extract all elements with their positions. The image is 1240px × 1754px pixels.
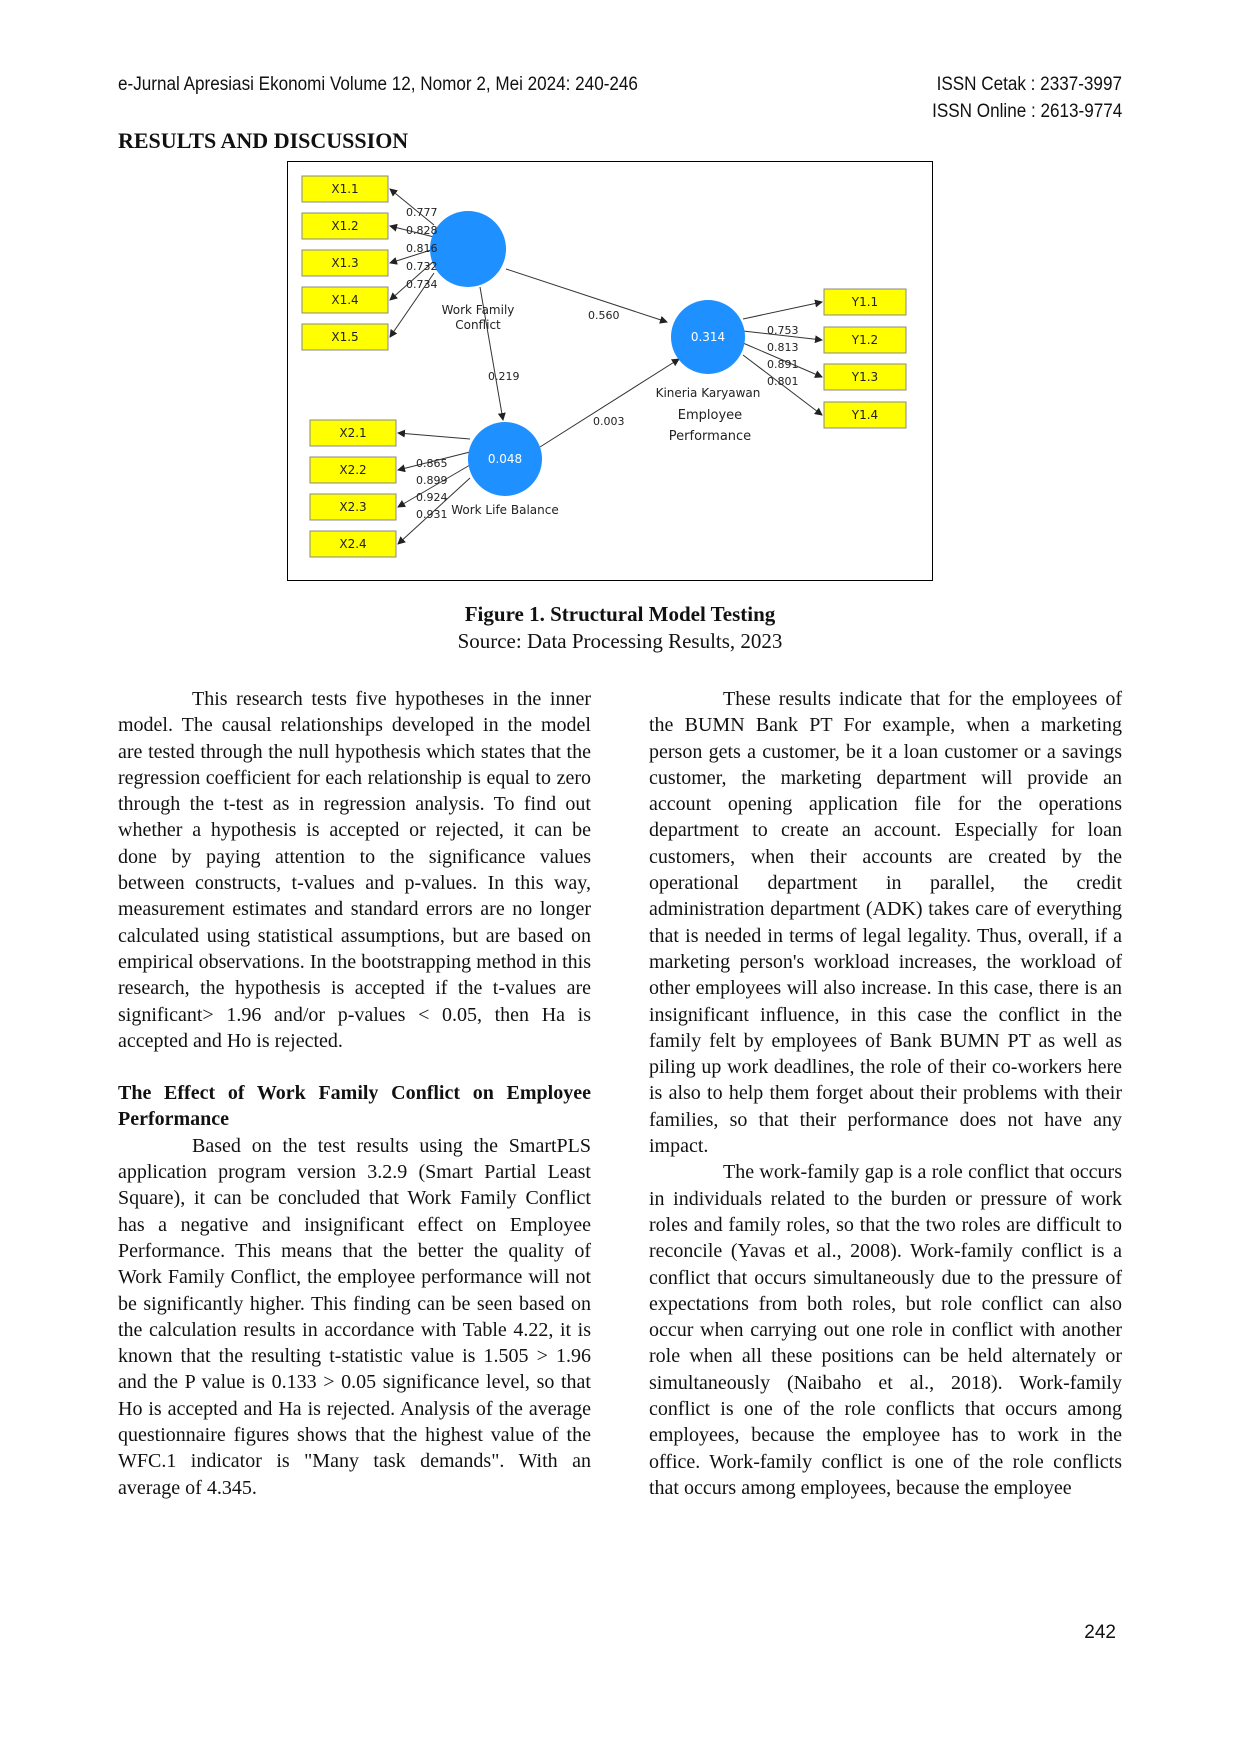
indicator-box bbox=[309, 419, 397, 447]
indicator-label: X1.1 bbox=[331, 182, 358, 196]
indicator-label: X1.2 bbox=[331, 219, 358, 233]
loading-arrow bbox=[397, 451, 471, 473]
loading-value: 0.891 bbox=[767, 358, 799, 371]
construct-node-employee-performance bbox=[671, 300, 745, 374]
indicator-box bbox=[823, 288, 907, 316]
r-squared-value: 0.048 bbox=[488, 452, 522, 466]
construct-node-work-family-conflict bbox=[430, 211, 506, 287]
indicator-label: X2.4 bbox=[339, 537, 366, 551]
indicator-box bbox=[301, 175, 389, 203]
path-coefficient: 0.219 bbox=[488, 370, 520, 383]
path-arrow-wfc-wlb bbox=[479, 286, 506, 421]
construct-label: Work Family bbox=[442, 303, 515, 317]
indicator-label: X2.3 bbox=[339, 500, 366, 514]
loading-arrow bbox=[742, 299, 823, 320]
indicator-box bbox=[301, 249, 389, 277]
construct-label: Employee bbox=[678, 408, 742, 423]
loading-arrow bbox=[397, 477, 471, 545]
subsection-heading: The Effect of Work Family Conflict on Em… bbox=[118, 1082, 591, 1131]
section-title: RESULTS AND DISCUSSION bbox=[118, 128, 409, 153]
path-coefficient: 0.560 bbox=[588, 309, 620, 322]
paragraph: Based on the test results using the Smar… bbox=[118, 1134, 591, 1499]
figure-caption: Figure 1. Structural Model Testing bbox=[464, 602, 776, 626]
construct-node-work-life-balance bbox=[468, 422, 542, 496]
indicator-label: X1.4 bbox=[331, 293, 358, 307]
loading-arrow bbox=[397, 464, 471, 508]
loading-value: 0.865 bbox=[416, 457, 448, 470]
structural-model-diagram: X1.1X1.2X1.3X1.4X1.5X2.1X2.2X2.3X2.4 Y1.1… bbox=[301, 175, 907, 558]
page-number: 242 bbox=[1084, 1622, 1116, 1643]
path-coefficient: 0.003 bbox=[593, 415, 625, 428]
loading-value: 0.931 bbox=[416, 508, 448, 521]
indicator-label: X1.5 bbox=[331, 330, 358, 344]
construct-label: Performance bbox=[669, 429, 751, 444]
loading-arrow bbox=[389, 188, 435, 226]
loading-arrow bbox=[389, 223, 435, 238]
indicator-box bbox=[309, 493, 397, 521]
loading-value: 0.813 bbox=[767, 341, 799, 354]
indicator-box bbox=[823, 401, 907, 429]
indicator-label: X2.1 bbox=[339, 426, 366, 440]
loading-value: 0.753 bbox=[767, 324, 799, 337]
loading-value: 0.734 bbox=[406, 278, 438, 291]
figure-source: Source: Data Processing Results, 2023 bbox=[457, 629, 783, 653]
loading-value: 0.777 bbox=[406, 206, 438, 219]
indicator-box bbox=[823, 363, 907, 391]
loading-value: 0.732 bbox=[406, 260, 438, 273]
indicator-box bbox=[823, 326, 907, 354]
indicator-box bbox=[309, 530, 397, 558]
loading-value: 0.828 bbox=[406, 224, 438, 237]
left-column: This research tests five hypotheses in t… bbox=[118, 686, 591, 1501]
indicator-box bbox=[309, 456, 397, 484]
indicator-label: Y1.3 bbox=[851, 370, 878, 384]
right-column: These results indicate that for the empl… bbox=[649, 686, 1122, 1501]
loading-arrow bbox=[397, 429, 471, 440]
indicator-label: Y1.4 bbox=[851, 408, 878, 422]
loading-value: 0.899 bbox=[416, 474, 448, 487]
issn-online: ISSN Online : 2613-9774 bbox=[931, 101, 1122, 122]
indicator-label: Y1.2 bbox=[851, 333, 878, 347]
indicator-label: X1.3 bbox=[331, 256, 358, 270]
journal-header: e-Jurnal Apresiasi Ekonomi Volume 12, No… bbox=[118, 74, 638, 95]
construct-label: Work Life Balance bbox=[451, 503, 559, 517]
indicator-box bbox=[301, 286, 389, 314]
issn-print: ISSN Cetak : 2337-3997 bbox=[936, 74, 1122, 95]
construct-label: Conflict bbox=[455, 318, 501, 332]
paragraph: These results indicate that for the empl… bbox=[649, 688, 1122, 1158]
loading-value: 0.924 bbox=[416, 491, 448, 504]
indicator-box bbox=[301, 212, 389, 240]
loading-arrow bbox=[742, 330, 823, 344]
loading-arrow bbox=[742, 354, 823, 416]
paragraph: The work-family gap is a role conflict t… bbox=[649, 1161, 1122, 1499]
construct-label: Kineria Karyawan bbox=[656, 386, 761, 400]
path-arrow-wfc-ep bbox=[505, 268, 668, 324]
loading-arrow bbox=[389, 248, 435, 265]
loading-value: 0.801 bbox=[767, 375, 799, 388]
indicator-label: Y1.1 bbox=[851, 295, 878, 309]
indicator-label: X2.2 bbox=[339, 463, 366, 477]
loading-arrow bbox=[389, 272, 435, 338]
loading-arrow bbox=[742, 342, 823, 378]
paragraph: This research tests five hypotheses in t… bbox=[118, 688, 591, 1052]
loading-arrow bbox=[389, 260, 435, 301]
path-arrow-wlb-ep bbox=[539, 358, 680, 448]
loading-value: 0.816 bbox=[406, 242, 438, 255]
indicator-box bbox=[301, 323, 389, 351]
r-squared-value: 0.314 bbox=[691, 330, 725, 344]
